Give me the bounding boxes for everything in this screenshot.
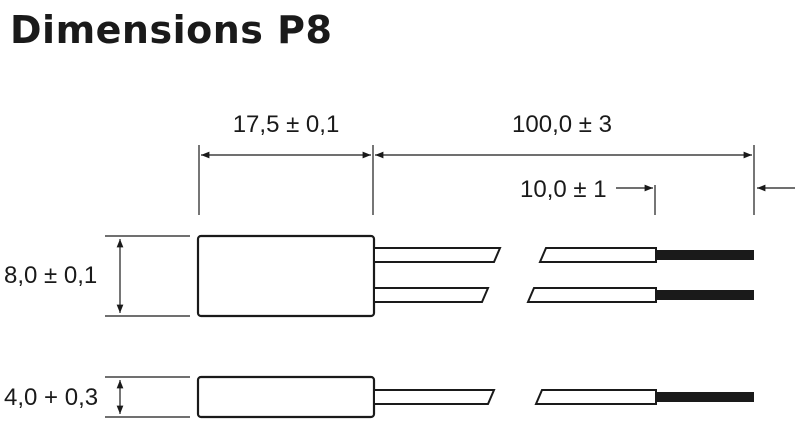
lead-length-label: 100,0 ± 3 <box>512 111 612 138</box>
component-body-side <box>196 375 376 419</box>
lead-wires-top <box>656 250 754 300</box>
page-title: Dimensions P8 <box>10 8 333 52</box>
dimension-lines <box>116 151 795 414</box>
lead-strips-top <box>526 247 657 303</box>
body-length-label: 17,5 ± 0,1 <box>233 111 340 138</box>
top-view <box>196 234 754 318</box>
body-height-label: 8,0 ± 0,1 <box>4 262 97 289</box>
extension-lines <box>105 145 755 418</box>
lead-stubs-top <box>373 247 502 303</box>
lead-strip-side <box>534 389 657 405</box>
lead-stub-side <box>373 389 496 405</box>
side-view <box>196 375 754 419</box>
lead-wire-side <box>656 392 754 402</box>
strip-length-label: 10,0 ± 1 <box>520 176 607 203</box>
body-thickness-label: 4,0 + 0,3 <box>4 384 98 411</box>
component-body-top <box>196 234 376 318</box>
